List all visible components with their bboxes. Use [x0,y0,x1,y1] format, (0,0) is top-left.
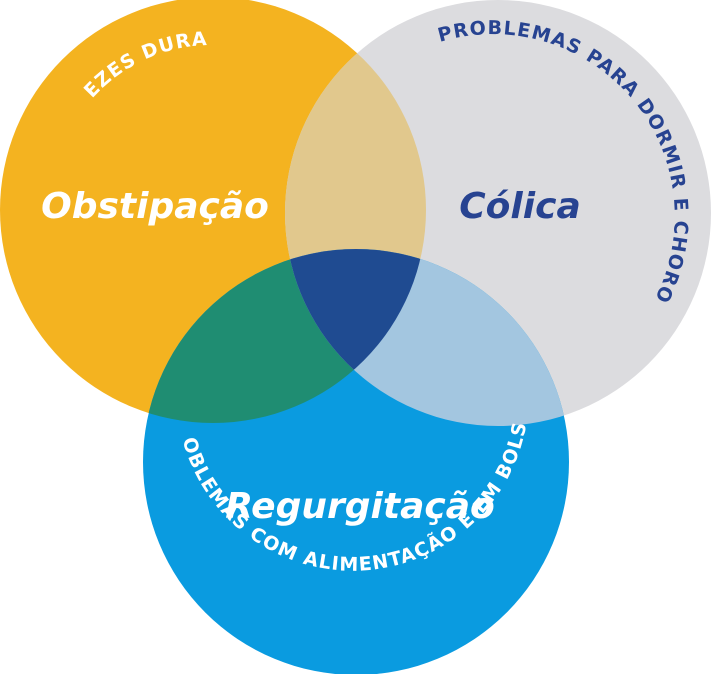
overlap-colica-regurgitacao-group [285,249,569,426]
overlap-obstipacao-regurgitacao [143,249,426,423]
overlap-obstipacao-regurgitacao-group [143,249,426,423]
colica-title: Cólica [459,186,580,227]
obstipacao-title: Obstipação [41,186,269,227]
regurgitacao-title: Regurgitação [225,486,494,527]
overlap-colica-regurgitacao [285,249,569,426]
